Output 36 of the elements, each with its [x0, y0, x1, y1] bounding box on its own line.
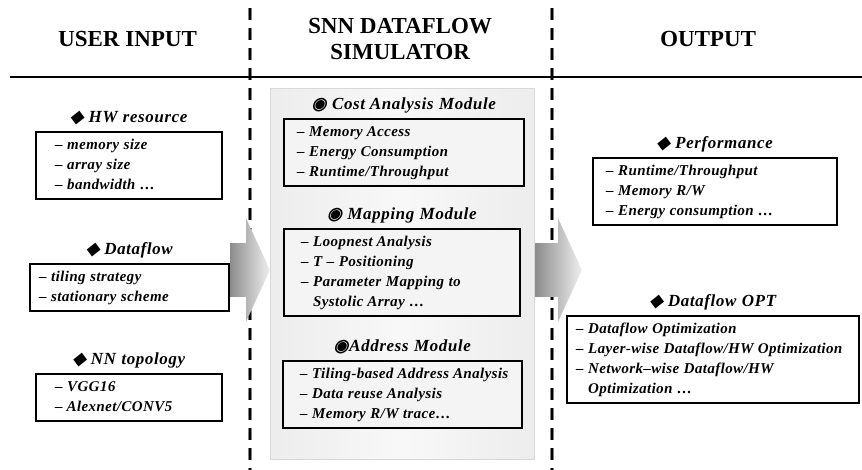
list-item: – Alexnet/CONV5	[54, 398, 174, 417]
block-arrow	[230, 218, 270, 322]
column-heading: SNN DATAFLOW SIMULATOR	[307, 13, 493, 65]
group-heading: ◆ Dataflow OPT	[649, 290, 777, 312]
list-item: – Memory R/W	[604, 182, 706, 201]
list-item: – Loopnest Analysis	[300, 233, 434, 252]
list-item: – Energy Consumption	[296, 143, 450, 162]
list-item: – Memory R/W trace…	[298, 405, 452, 424]
list-item: – Energy consumption …	[604, 202, 775, 221]
list-item: – Runtime/Throughput	[296, 163, 450, 182]
group-heading: ◉ Cost Analysis Module	[312, 93, 496, 115]
group-heading: ◉ Mapping Module	[326, 203, 478, 225]
group-heading: ◆ NN topology	[72, 348, 186, 370]
group-heading: ◆ Performance	[656, 132, 774, 154]
simulator-panel	[270, 88, 535, 460]
list-item: – Tiling-based Address Analysis	[298, 365, 510, 384]
list-item: – Runtime/Throughput	[604, 162, 759, 181]
group-heading: ◆ HW resource	[70, 106, 188, 128]
list-item: – Dataflow Optimization	[576, 320, 738, 339]
list-item: – stationary scheme	[39, 288, 170, 307]
list-item: – Network–wise Dataflow/HW Optimization …	[576, 360, 776, 399]
block-arrow	[535, 218, 582, 322]
column-heading: OUTPUT	[659, 26, 757, 52]
list-item: – T – Positioning	[300, 253, 416, 272]
list-item: – bandwidth …	[54, 176, 156, 195]
list-item: – tiling strategy	[39, 268, 143, 287]
group-heading: ◉Address Module	[334, 335, 472, 357]
column-heading: USER INPUT	[57, 26, 198, 52]
list-item: – Data reuse Analysis	[298, 385, 444, 404]
list-item: – Parameter Mapping to Systolic Array …	[300, 273, 462, 312]
list-item: – Memory Access	[296, 123, 412, 142]
list-item: – VGG16	[54, 378, 117, 397]
list-item: – array size	[54, 156, 132, 175]
list-item: – Layer-wise Dataflow/HW Optimization	[576, 340, 844, 359]
list-item: – memory size	[54, 136, 149, 155]
group-heading: ◆ Dataflow	[86, 238, 174, 260]
